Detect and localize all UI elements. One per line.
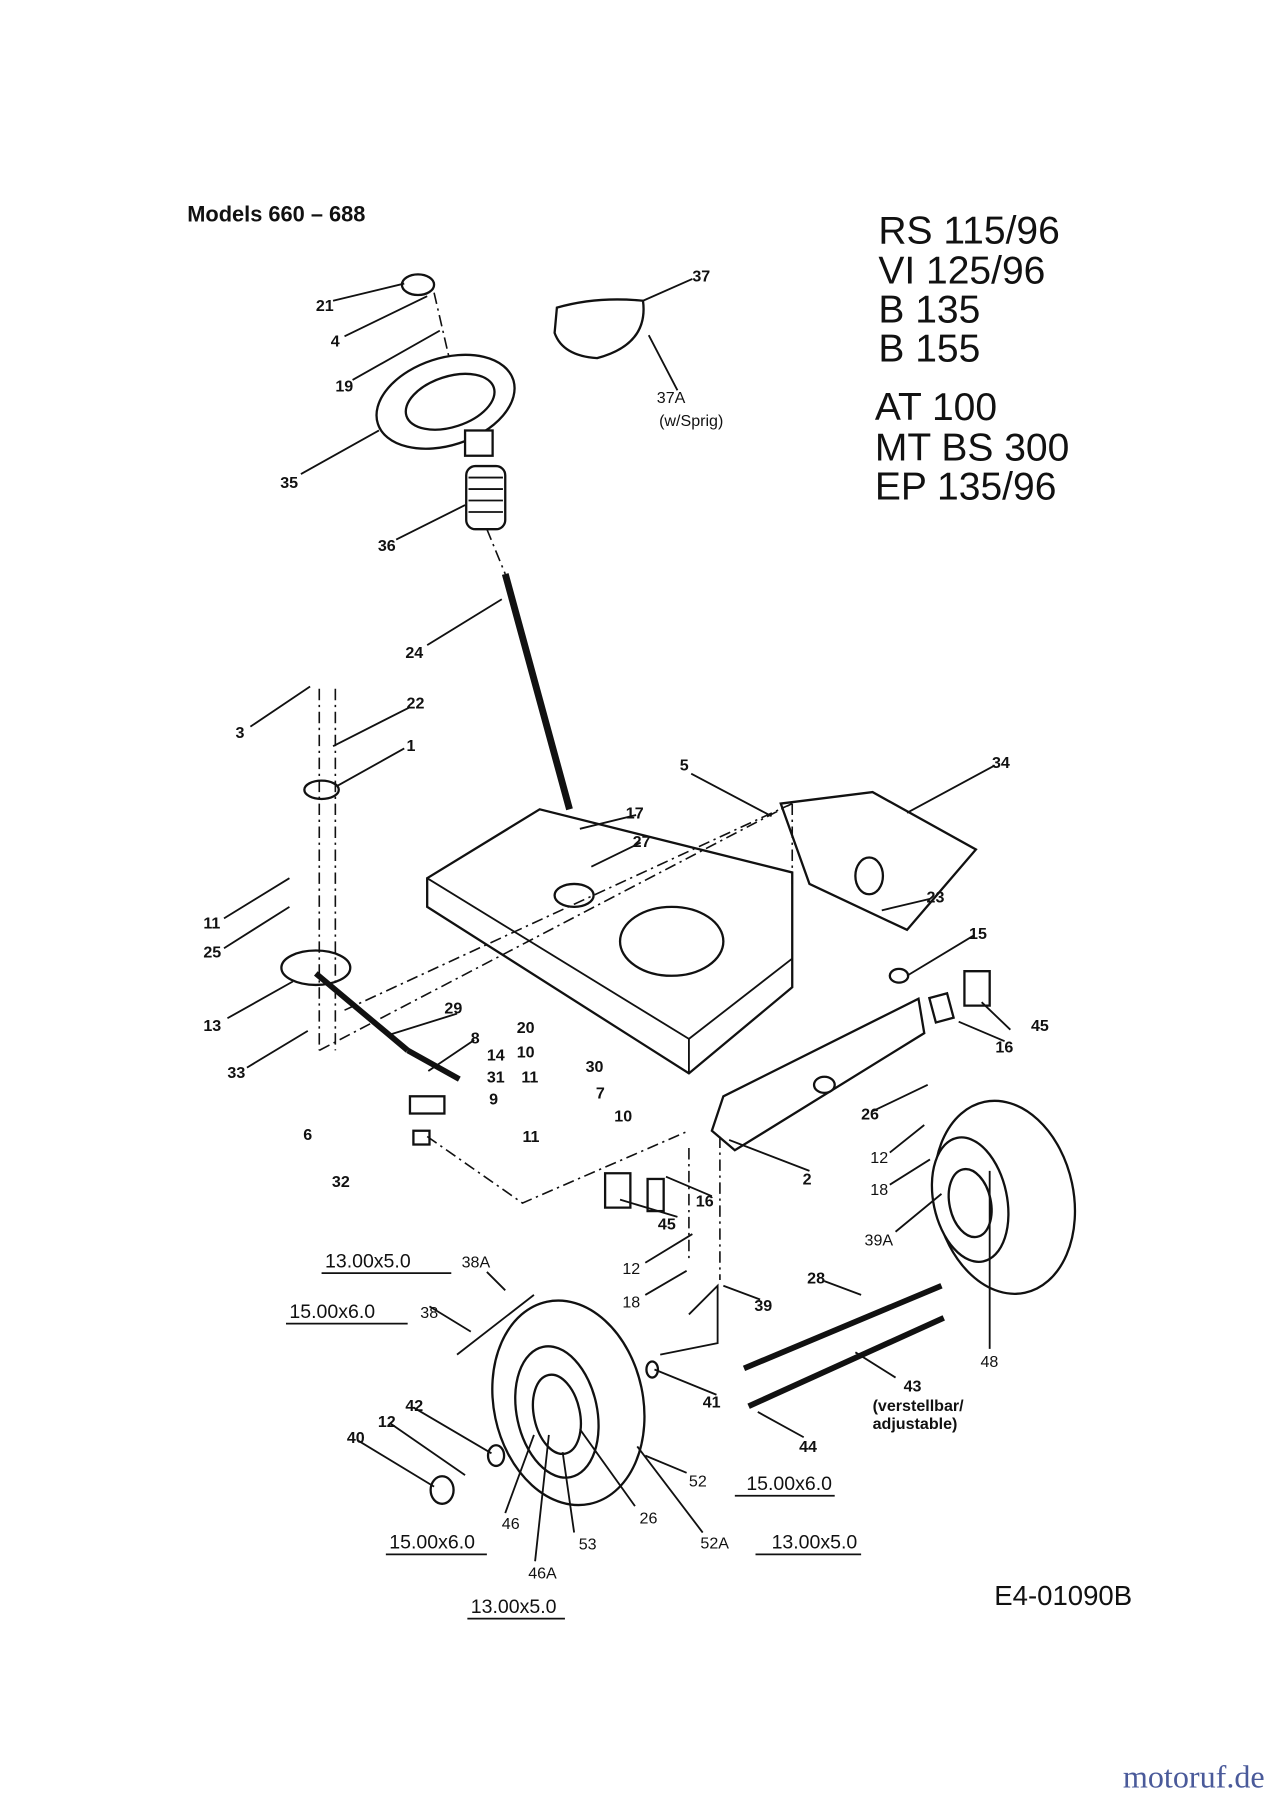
callout-38a: 38A	[462, 1253, 491, 1271]
callouts: 21 4 19 35 36 24 37 37A (w/Sprig) 3 22 1…	[203, 267, 1049, 1582]
callout-44: 44	[799, 1438, 817, 1456]
callout-14: 14	[487, 1047, 505, 1065]
tire-size-38: 15.00x6.0	[289, 1301, 375, 1323]
callout-10: 10	[614, 1108, 632, 1126]
model-item: MT BS 300	[875, 426, 1069, 469]
callout-11: 11	[521, 1069, 538, 1087]
callout-45: 45	[1031, 1017, 1049, 1035]
callout-3: 3	[235, 724, 244, 742]
callout-31: 31	[487, 1069, 505, 1087]
callout-43: 43	[904, 1377, 922, 1395]
model-list: RS 115/96 VI 125/96 B 135 B 155 AT 100 M…	[875, 209, 1069, 508]
tire-size-38a: 13.00x5.0	[325, 1250, 411, 1272]
frame	[280, 688, 991, 1280]
callout-11: 11	[203, 915, 220, 933]
model-item: AT 100	[875, 386, 997, 429]
callout-1: 1	[407, 737, 416, 755]
callout-16: 16	[995, 1039, 1013, 1057]
model-item: EP 135/96	[875, 465, 1057, 508]
callout-46: 46	[502, 1515, 520, 1533]
leader-lines	[223, 278, 1011, 1562]
callout-24: 24	[405, 644, 423, 662]
tire-size-46a: 13.00x5.0	[471, 1596, 557, 1618]
callout-52: 52	[689, 1473, 707, 1491]
callout-20: 20	[517, 1019, 535, 1037]
callout-43-note: adjustable)	[873, 1415, 958, 1433]
callout-17: 17	[626, 804, 644, 822]
callout-35: 35	[280, 474, 298, 492]
callout-28: 28	[807, 1269, 825, 1287]
callout-30: 30	[586, 1058, 604, 1076]
callout-4: 4	[331, 333, 340, 351]
callout-34: 34	[992, 754, 1010, 772]
callout-46a: 46A	[528, 1564, 557, 1582]
callout-6: 6	[303, 1126, 312, 1144]
model-item: VI 125/96	[878, 250, 1045, 293]
tire-size-52a: 13.00x5.0	[772, 1532, 858, 1554]
callout-7: 7	[596, 1085, 605, 1103]
callout-33: 33	[227, 1064, 245, 1082]
tire-size-52: 15.00x6.0	[746, 1473, 832, 1495]
callout-53: 53	[579, 1536, 597, 1554]
tire-size-46: 15.00x6.0	[389, 1532, 475, 1554]
callout-32: 32	[332, 1173, 350, 1191]
watermark-logo: motoruf.de	[1123, 1758, 1265, 1794]
callout-27: 27	[633, 833, 651, 851]
callout-12: 12	[622, 1260, 640, 1278]
callout-2: 2	[803, 1171, 812, 1189]
drawing-code: E4-01090B	[994, 1580, 1132, 1611]
model-item: B 135	[878, 289, 980, 332]
callout-37a: 37A	[657, 389, 686, 407]
callout-37a-note: (w/Sprig)	[659, 412, 723, 430]
callout-10: 10	[517, 1043, 535, 1061]
callout-39: 39	[754, 1297, 772, 1315]
callout-23: 23	[927, 888, 945, 906]
callout-21: 21	[316, 297, 334, 315]
callout-38: 38	[420, 1304, 438, 1322]
callout-18: 18	[870, 1181, 888, 1199]
callout-19: 19	[335, 377, 353, 395]
callout-11: 11	[522, 1128, 539, 1146]
callout-36: 36	[378, 537, 396, 555]
callout-5: 5	[680, 756, 689, 774]
callout-37: 37	[692, 267, 710, 285]
callout-42: 42	[405, 1397, 423, 1415]
callout-43-note: (verstellbar/	[873, 1397, 965, 1415]
callout-26: 26	[640, 1509, 658, 1527]
tire-size-labels: 13.00x5.0 15.00x6.0 15.00x6.0 15.00x6.0 …	[285, 1250, 862, 1620]
callout-12: 12	[870, 1149, 888, 1167]
callout-13: 13	[203, 1017, 221, 1035]
callout-52a: 52A	[700, 1535, 729, 1553]
callout-18: 18	[622, 1294, 640, 1312]
wheels-and-linkage	[429, 1099, 1077, 1507]
callout-25: 25	[203, 943, 221, 961]
callout-39a: 39A	[865, 1232, 894, 1250]
callout-16: 16	[696, 1193, 714, 1211]
callout-41: 41	[703, 1393, 721, 1411]
callout-26: 26	[861, 1105, 879, 1123]
model-item: B 155	[878, 328, 980, 371]
callout-22: 22	[407, 694, 425, 712]
callout-40: 40	[347, 1429, 365, 1447]
callout-45: 45	[658, 1215, 676, 1233]
callout-9: 9	[489, 1090, 498, 1108]
callout-8: 8	[471, 1029, 480, 1047]
diagram-title: Models 660 – 688	[187, 202, 365, 227]
model-item: RS 115/96	[878, 209, 1059, 252]
steering-assembly	[375, 273, 645, 811]
callout-48: 48	[981, 1353, 999, 1371]
callout-15: 15	[969, 925, 987, 943]
callout-29: 29	[444, 1000, 462, 1018]
callout-12: 12	[378, 1413, 396, 1431]
